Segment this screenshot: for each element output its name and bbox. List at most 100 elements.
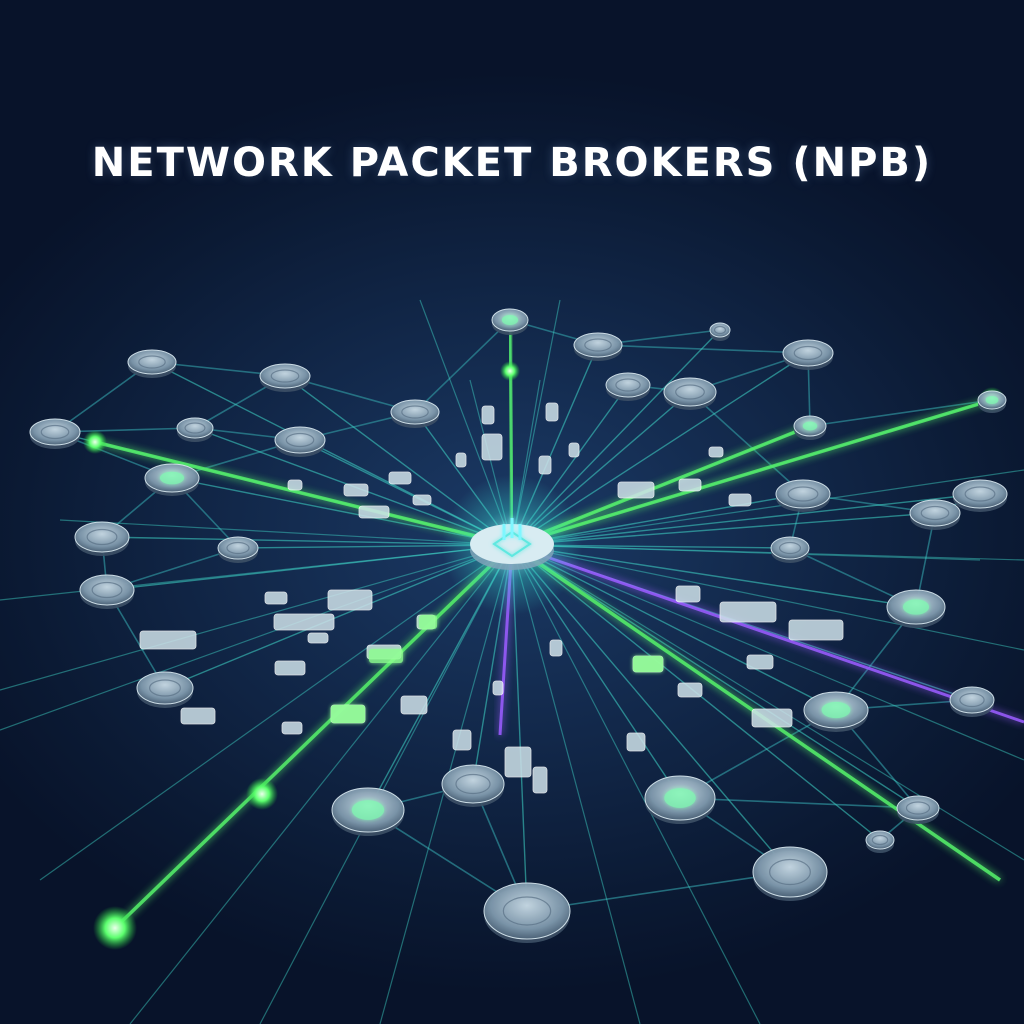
packet-icon (617, 481, 655, 499)
device-icon (441, 764, 505, 807)
node-glow (985, 395, 999, 405)
node-top (949, 686, 995, 714)
device-icon (274, 426, 326, 457)
node-ring (920, 505, 950, 521)
device-icon (127, 349, 177, 378)
packet-body (719, 601, 777, 623)
green-link (94, 440, 513, 547)
packet-icon (568, 442, 580, 458)
hub-spoke (511, 544, 981, 561)
packet-body (388, 471, 412, 485)
packet-body (358, 505, 390, 519)
packet-body (549, 639, 563, 657)
device-icon (74, 521, 130, 556)
node-top (709, 322, 731, 338)
device-icon (331, 787, 405, 836)
packet-icon (281, 721, 303, 735)
mesh-link (526, 871, 791, 912)
packet-body (481, 405, 495, 425)
packet-icon (504, 746, 532, 778)
packet-icon (746, 654, 774, 670)
packet-body (751, 708, 793, 728)
packet-icon (538, 455, 552, 475)
node-glow (159, 471, 185, 485)
node-ring (615, 378, 641, 392)
node-top (605, 372, 651, 398)
node-ring (905, 801, 931, 815)
hub-spoke (511, 544, 1024, 651)
packet-body (504, 746, 532, 778)
device-icon (803, 691, 869, 732)
hub-spoke (129, 544, 513, 1024)
device-icon (752, 846, 828, 901)
node-top (136, 671, 194, 705)
packet-body (412, 494, 432, 506)
node-ring (401, 405, 429, 419)
hub-spoke (39, 544, 513, 881)
node-ring (675, 384, 705, 400)
packet-body (568, 442, 580, 458)
node-ring (184, 422, 206, 434)
hub-spoke (59, 519, 513, 546)
hub-spoke (259, 544, 513, 1024)
device-icon (886, 589, 946, 628)
packet-body (678, 478, 702, 492)
node-ring (270, 369, 300, 383)
node-ring (86, 528, 118, 546)
hub-spoke (511, 493, 981, 546)
mesh-link (597, 344, 809, 354)
node-glow (902, 599, 930, 615)
node-top (441, 764, 505, 804)
node-ring (149, 679, 182, 697)
hub-spoke (511, 544, 919, 809)
packet-icon (273, 613, 335, 631)
nodes (29, 308, 1008, 943)
packet-icon (728, 493, 752, 507)
node-ring (793, 345, 823, 361)
green-link (113, 543, 514, 930)
node-glow (501, 315, 519, 325)
node-ring (713, 325, 727, 335)
packet-body (746, 654, 774, 670)
packet-icon (264, 591, 288, 605)
node-top (259, 363, 311, 389)
hub-spoke (511, 544, 1024, 761)
mesh-link (809, 399, 993, 427)
node-top (952, 479, 1008, 509)
node-glow (351, 800, 385, 820)
hub-spokes (0, 299, 1024, 1024)
packet-icon (274, 660, 306, 676)
packet-icon (532, 766, 548, 794)
device-icon (977, 390, 1007, 413)
packet-body (274, 660, 306, 676)
node-top (29, 418, 81, 446)
node-ring (455, 773, 491, 795)
packet-icon (675, 585, 701, 603)
packet-body (273, 613, 335, 631)
device-icon (775, 479, 831, 512)
packet-icon (455, 452, 467, 468)
node-top (782, 339, 834, 367)
node-ring (787, 486, 819, 502)
packet-body (532, 766, 548, 794)
packet-body (287, 479, 303, 491)
purple-link (511, 543, 1024, 724)
hub-router (442, 475, 582, 615)
packet-body (708, 446, 724, 458)
node-top (865, 830, 895, 850)
packet-icon (327, 589, 373, 611)
device-icon (217, 536, 259, 563)
packet-icon (481, 405, 495, 425)
packet-body (481, 433, 503, 461)
packet-body (538, 455, 552, 475)
node-glow (664, 788, 696, 808)
packet-icon (677, 682, 703, 698)
packet-body (452, 729, 472, 751)
device-icon (644, 775, 716, 824)
hub-spoke (511, 544, 1024, 561)
packet-icon (481, 433, 503, 461)
packets (139, 402, 844, 794)
packet-icon (545, 402, 559, 422)
